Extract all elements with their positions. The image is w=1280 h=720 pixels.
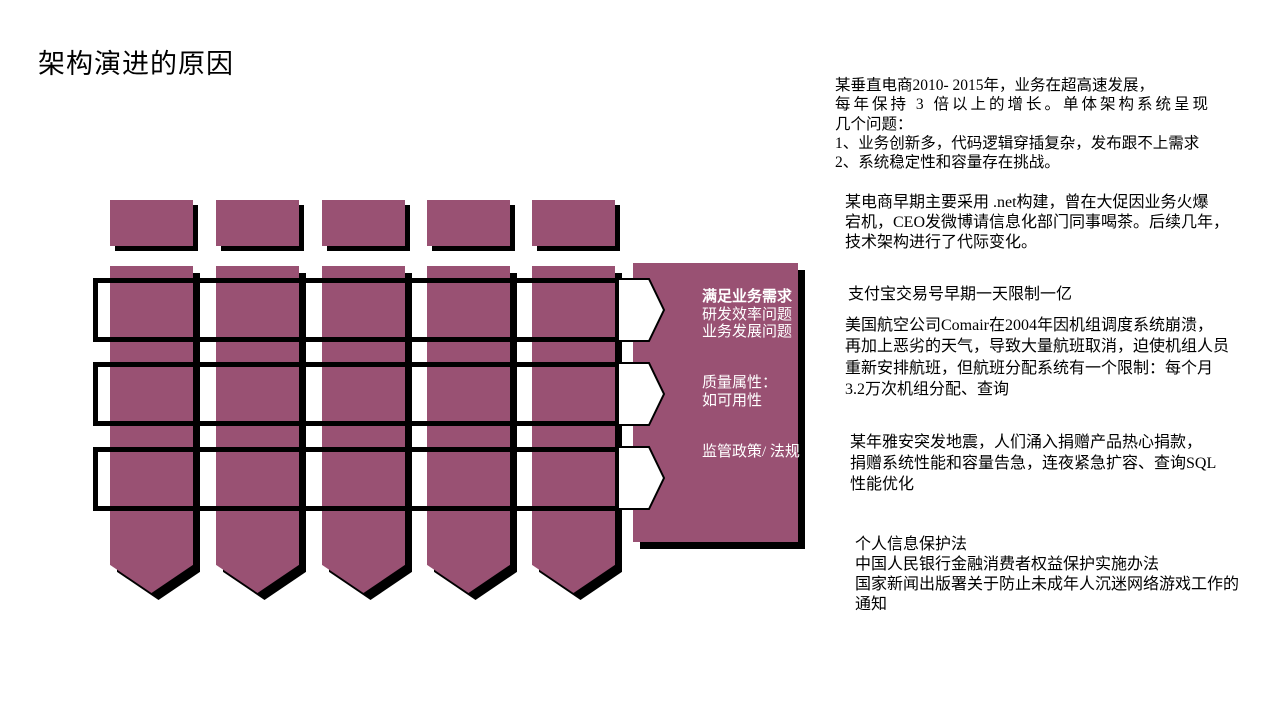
note-line: 3.2万次机组分配、查询: [845, 380, 1010, 398]
note-line: 捐赠系统性能和容量告急，连夜紧急扩容、查询SQL: [850, 455, 1217, 472]
note-line: 再加上恶劣的天气，导致大量航班取消，迫使机组人员: [845, 338, 1230, 356]
note-line: 每年保持 3 倍以上的增长。单体架构系统呈现: [835, 96, 1212, 114]
panel-group-business: 满足业务需求 研发效率问题 业务发展问题: [702, 289, 792, 342]
pillar-cap: [532, 200, 615, 246]
note-line: 性能优化: [850, 476, 915, 493]
note-line: 重新安排航班，但航班分配系统有一个限制：每个月: [845, 359, 1214, 377]
note-line: 中国人民银行金融消费者权益保护实施办法: [855, 556, 1160, 573]
timeline-pillar-2: [216, 0, 306, 720]
note-ecommerce-growth: 某垂直电商2010- 2015年，业务在超高速发展， 每年保持 3 倍以上的增长…: [835, 76, 1211, 172]
timeline-pillar-5: [532, 0, 622, 720]
note-regulations: 个人信息保护法 中国人民银行金融消费者权益保护实施办法 国家新闻出版署关于防止未…: [855, 535, 1239, 615]
note-yaan-earthquake: 某年雅安突发地震，人们涌入捐赠产品热心捐款， 捐赠系统性能和容量告急，连夜紧急扩…: [850, 432, 1216, 495]
note-line: 个人信息保护法: [855, 536, 968, 553]
flow-arrow-right-icon: [617, 446, 666, 510]
note-line: 美国航空公司Comair在2004年因机组调度系统崩溃，: [845, 317, 1213, 334]
note-line: 支付宝交易号早期一天限制一亿: [848, 286, 1073, 303]
pillar-down-arrow: [427, 266, 510, 593]
pillar-down-arrow: [322, 266, 405, 593]
note-dotnet-outage: 某电商早期主要采用 .net构建，曾在大促因业务火爆 宕机，CEO发微博请信息化…: [845, 193, 1229, 253]
panel-group-regulation: 监管政策/ 法规: [702, 444, 800, 462]
note-line: 技术架构进行了代际变化。: [845, 234, 1038, 251]
flow-arrow-right-icon: [617, 278, 666, 342]
note-line: 通知: [855, 596, 888, 613]
row-frame-quality: [93, 362, 620, 426]
note-alipay-limit: 支付宝交易号早期一天限制一亿: [848, 285, 1072, 305]
pillar-cap: [322, 200, 405, 246]
note-line: 2、系统稳定性和容量存在挑战。: [835, 154, 1060, 172]
panel-business-heading: 满足业务需求: [702, 289, 793, 305]
panel-group-quality: 质量属性： 如可用性: [702, 375, 777, 410]
panel-regulation-line: 监管政策/ 法规: [702, 444, 800, 460]
pillar-cap: [110, 200, 193, 246]
note-line: 几个问题：: [835, 115, 913, 133]
panel-quality-line2: 如可用性: [702, 392, 763, 409]
note-line: 国家新闻出版署关于防止未成年人沉迷网络游戏工作的: [855, 576, 1240, 593]
pillar-down-arrow: [110, 266, 193, 593]
note-line: 某电商早期主要采用 .net构建，曾在大促因业务火爆: [845, 194, 1209, 211]
pillar-down-arrow: [216, 266, 299, 593]
pillar-cap: [216, 200, 299, 246]
note-line: 宕机，CEO发微博请信息化部门同事喝茶。后续几年，: [845, 214, 1230, 231]
pillar-down-arrow: [532, 266, 615, 593]
note-line: 某年雅安突发地震，人们涌入捐赠产品热心捐款，: [850, 434, 1203, 451]
note-comair-incident: 美国航空公司Comair在2004年因机组调度系统崩溃， 再加上恶劣的天气，导致…: [845, 315, 1229, 400]
note-line: 某垂直电商2010- 2015年，业务在超高速发展，: [835, 77, 1155, 94]
row-frame-business: [93, 278, 620, 342]
timeline-pillar-1: [110, 0, 200, 720]
panel-quality-line1: 质量属性：: [702, 375, 778, 391]
row-frame-regulation: [93, 447, 620, 511]
note-line: 1、业务创新多，代码逻辑穿插复杂，发布跟不上需求: [835, 134, 1200, 152]
panel-business-line2: 研发效率问题: [702, 306, 793, 323]
page-title: 架构演进的原因: [38, 49, 234, 79]
panel-business-line3: 业务发展问题: [702, 324, 793, 340]
flow-arrow-right-icon: [617, 362, 666, 426]
pillar-cap: [427, 200, 510, 246]
timeline-pillar-4: [427, 0, 517, 720]
timeline-pillar-3: [322, 0, 412, 720]
